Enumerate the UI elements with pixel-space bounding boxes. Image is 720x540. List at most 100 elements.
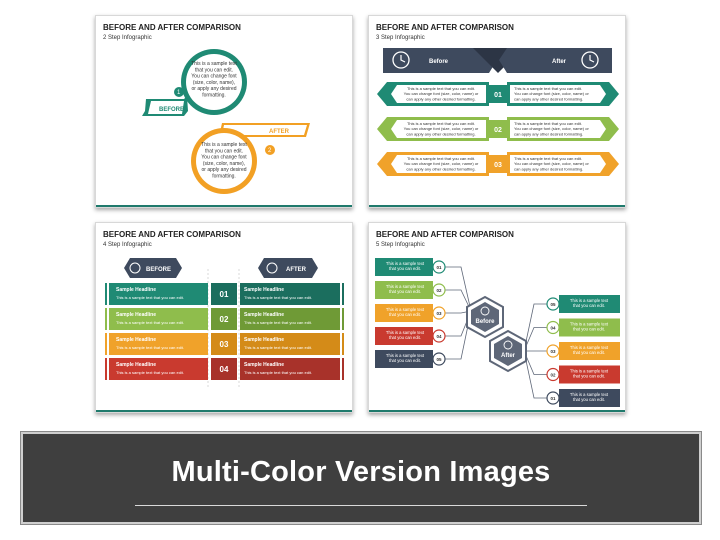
row-text-line: You can change font (size, color, name) …	[514, 161, 589, 166]
row-number: 02	[220, 315, 229, 324]
row-left-headline: Sample Headline	[116, 362, 156, 368]
item-text-line: This is a sample text	[386, 330, 425, 335]
row-number-box	[486, 85, 510, 103]
row-right-band	[240, 283, 340, 305]
banner-underline	[135, 505, 587, 506]
row-number-box	[486, 120, 510, 138]
item-text-line: that you can edit.	[573, 374, 605, 379]
before-hexagon-inner	[471, 302, 499, 332]
row-left-accent	[105, 308, 107, 330]
thumbnail-5-step[interactable]: BEFORE AND AFTER COMPARISON 5 Step Infog…	[368, 222, 626, 413]
row-left-box	[391, 155, 486, 173]
row-right-box	[510, 120, 606, 138]
right-number: 01	[550, 396, 556, 401]
right-item-box	[559, 342, 620, 360]
connector-line	[523, 303, 547, 352]
row-number-box	[486, 155, 510, 173]
item-text-line: that you can edit.	[573, 327, 605, 332]
row-right-band	[240, 358, 340, 380]
row-right-headline: Sample Headline	[244, 337, 284, 343]
slide-subtitle: 5 Step Infographic	[376, 242, 425, 248]
thumbnail-4-step[interactable]: BEFORE AND AFTER COMPARISON 4 Step Infog…	[95, 222, 353, 413]
before-label: Before	[429, 59, 449, 65]
after-banner	[222, 125, 307, 135]
row-left-desc: This is a sample text that you can edit.	[116, 345, 184, 350]
right-item-box	[559, 389, 620, 407]
before-banner	[148, 101, 184, 114]
row-text-line: You can change font (size, color, name) …	[514, 126, 589, 131]
row-text-line: can apply any other desired formatting.	[514, 131, 583, 136]
row-left-accent	[105, 283, 107, 305]
row-right-desc: This is a sample text that you can edit.	[244, 370, 312, 375]
before-number: 1	[177, 90, 181, 96]
thumbnail-3-step[interactable]: BEFORE AND AFTER COMPARISON 3 Step Infog…	[368, 15, 626, 208]
left-item-box	[375, 350, 433, 368]
section-banner: Multi-Color Version Images	[21, 432, 701, 524]
right-number: 05	[550, 302, 556, 307]
row-right-band	[240, 333, 340, 355]
row-left-band	[109, 283, 208, 305]
left-number-badge	[432, 260, 446, 274]
row-left-headline: Sample Headline	[116, 337, 156, 343]
item-text-line: that you can edit.	[389, 358, 421, 363]
body-line: or apply any desired	[201, 167, 246, 173]
before-label: Before	[475, 319, 495, 325]
after-clock-icon	[581, 51, 599, 69]
right-item-box	[559, 365, 620, 384]
before-clock-icon	[129, 262, 141, 274]
left-item-box	[375, 327, 433, 345]
before-header	[383, 48, 497, 73]
row-text-line: can apply any other desired formatting.	[514, 166, 583, 171]
row-right-desc: This is a sample text that you can edit.	[244, 345, 312, 350]
row-left-headline: Sample Headline	[116, 312, 156, 318]
row-number: 01	[220, 290, 229, 299]
row-number-box	[211, 333, 237, 355]
connector-line	[523, 327, 547, 352]
right-number-badge	[546, 297, 560, 311]
slide-subtitle: 4 Step Infographic	[103, 242, 152, 248]
left-number-badge	[432, 283, 446, 297]
body-line: or apply any desired	[191, 86, 236, 92]
item-text-line: This is a sample text	[570, 345, 609, 350]
row-text-line: can apply any other desired formatting.	[406, 131, 475, 136]
row-text-line: This is a sample text that you can edit.	[514, 86, 582, 91]
row-text-line: You can change font (size, color, name) …	[404, 91, 479, 96]
right-number-badge	[546, 344, 560, 358]
right-number-badge	[546, 320, 560, 335]
thumbnail-2-step[interactable]: BEFORE AND AFTER COMPARISON 2 Step Infog…	[95, 15, 353, 208]
connector-line	[441, 289, 472, 312]
slide-title: BEFORE AND AFTER COMPARISON	[376, 230, 514, 239]
row-left-band	[109, 333, 208, 355]
before-circle-inner	[186, 54, 242, 110]
row-left-text: This is a sample text that you can edit.…	[404, 121, 479, 136]
row-right-text: This is a sample text that you can edit.…	[514, 121, 589, 136]
body-line: (size, color, name),	[203, 161, 245, 167]
row-left-desc: This is a sample text that you can edit.	[116, 295, 184, 300]
row-number-box	[211, 308, 237, 330]
connector-line	[523, 350, 547, 399]
row-text-line: This is a sample text that you can edit.	[514, 156, 582, 161]
row-left-accent	[105, 358, 107, 380]
item-text-line: that you can edit.	[389, 266, 421, 271]
left-number-badge	[432, 329, 446, 343]
left-item-box	[375, 281, 433, 299]
after-hexagon-inner	[494, 336, 522, 366]
row-right-band	[240, 308, 340, 330]
row-right-text: This is a sample text that you can edit.…	[514, 86, 589, 101]
left-number: 01	[436, 265, 442, 270]
after-clock-icon	[266, 262, 278, 274]
left-number: 04	[436, 334, 442, 339]
row-text-line: You can change font (size, color, name) …	[514, 91, 589, 96]
item-text-line: that you can edit.	[573, 397, 605, 402]
right-number: 02	[550, 373, 556, 378]
